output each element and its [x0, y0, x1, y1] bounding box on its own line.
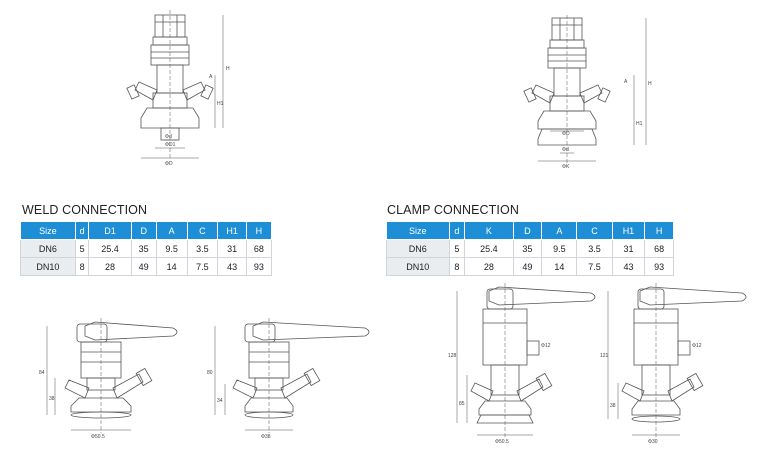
dim-base-label: Φ30: [648, 439, 658, 445]
table-cell: 5: [74, 239, 90, 258]
handle-valve-drawing-3: 128 85 Φ50.5 Φ12: [445, 283, 605, 448]
handle-valve-drawing-2: 80 34 Φ38: [205, 318, 375, 443]
header-cell: C: [186, 221, 219, 240]
dim-a-label: A: [209, 74, 213, 80]
dim-h1-label: H1: [636, 121, 643, 127]
header-cell: Size: [20, 221, 76, 240]
dim-h-label: H: [226, 66, 230, 72]
table-cell: 43: [611, 257, 646, 276]
table-row: DN6 5 25.4 35 9.5 3.5 31 68: [386, 239, 674, 258]
table-cell: DN10: [20, 257, 76, 276]
table-cell: 5: [448, 239, 466, 258]
table-cell: 68: [644, 239, 674, 258]
dim-h1-label: 34: [217, 398, 223, 404]
table-cell: 25.4: [464, 239, 514, 258]
table-cell: 49: [130, 257, 157, 276]
header-cell: H: [245, 221, 273, 240]
dim-a-label: A: [624, 79, 628, 85]
table-cell: 68: [245, 239, 273, 258]
table-cell: 7.5: [186, 257, 219, 276]
handle-valve-drawing-4: 121 38 Φ30 Φ12: [600, 283, 755, 448]
table-cell: 43: [217, 257, 247, 276]
weld-spec-table: Size d D1 D A C H1 H DN6 5 25.4 35 9.5 3…: [20, 221, 273, 276]
table-cell: 93: [644, 257, 674, 276]
table-cell: 3.5: [576, 239, 613, 258]
table-cell: 25.4: [88, 239, 132, 258]
table-cell: DN10: [386, 257, 450, 276]
dim-h-label: 128: [448, 353, 457, 359]
header-cell: d: [448, 221, 466, 240]
table-cell: 3.5: [186, 239, 219, 258]
dim-small-d-label: Φd: [562, 147, 569, 153]
dim-h1-label: 85: [459, 401, 465, 407]
table-cell: 35: [512, 239, 543, 258]
header-cell: H1: [217, 221, 247, 240]
table-row: DN10 8 28 49 14 7.5 43 93: [20, 257, 273, 276]
table-header-row: Size d K D A C H1 H: [386, 221, 674, 240]
dim-base-label: Φ50.5: [495, 439, 509, 445]
dim-k-label: ΦK: [562, 164, 570, 170]
dim-h-label: 84: [39, 370, 45, 376]
table-cell: DN6: [20, 239, 76, 258]
table-cell: 28: [464, 257, 514, 276]
weld-section-title: WELD CONNECTION: [22, 203, 148, 217]
table-row: DN10 8 28 49 14 7.5 43 93: [386, 257, 674, 276]
header-cell: A: [541, 221, 578, 240]
dim-port-label: Φ12: [692, 343, 702, 349]
clamp-valve-drawing: H H1 ΦD Φd ΦK A: [520, 15, 660, 175]
dim-h-label: 121: [600, 353, 609, 359]
table-cell: 49: [512, 257, 543, 276]
table-cell: 14: [155, 257, 188, 276]
dim-small-d-label: Φd: [165, 134, 172, 140]
table-header-row: Size d D1 D A C H1 H: [20, 221, 273, 240]
weld-valve-drawing: H H1 ΦD ΦD1 Φd A: [125, 10, 255, 175]
table-cell: 14: [541, 257, 578, 276]
dim-base-label: Φ50.5: [91, 434, 105, 440]
header-cell: D: [512, 221, 543, 240]
clamp-section-title: CLAMP CONNECTION: [387, 203, 519, 217]
dim-d1-label: ΦD1: [165, 142, 176, 148]
dim-d-label: ΦD: [562, 131, 570, 137]
header-cell: C: [576, 221, 613, 240]
table-cell: 8: [74, 257, 90, 276]
clamp-spec-table: Size d K D A C H1 H DN6 5 25.4 35 9.5 3.…: [386, 221, 674, 276]
table-cell: 8: [448, 257, 466, 276]
table-cell: DN6: [386, 239, 450, 258]
table-row: DN6 5 25.4 35 9.5 3.5 31 68: [20, 239, 273, 258]
header-cell: H: [644, 221, 674, 240]
handle-valve-drawing-1: 84 38 Φ50.5: [35, 318, 195, 443]
dim-h-label: H: [648, 81, 652, 87]
dim-h-label: 80: [207, 370, 213, 376]
table-cell: 28: [88, 257, 132, 276]
header-cell: A: [155, 221, 188, 240]
dim-d-label: ΦD: [165, 161, 173, 167]
table-cell: 35: [130, 239, 157, 258]
header-cell: D: [130, 221, 157, 240]
header-cell: K: [464, 221, 514, 240]
header-cell: d: [74, 221, 90, 240]
header-cell: D1: [88, 221, 132, 240]
header-cell: Size: [386, 221, 450, 240]
dim-base-label: Φ38: [261, 434, 271, 440]
dim-h1-label: 38: [49, 396, 55, 402]
table-cell: 93: [245, 257, 273, 276]
table-cell: 7.5: [576, 257, 613, 276]
table-cell: 9.5: [155, 239, 188, 258]
table-cell: 31: [217, 239, 247, 258]
dim-port-label: Φ12: [541, 343, 551, 349]
dim-h1-label: H1: [217, 101, 224, 107]
table-cell: 31: [611, 239, 646, 258]
table-cell: 9.5: [541, 239, 578, 258]
header-cell: H1: [611, 221, 646, 240]
dim-h1-label: 38: [610, 403, 616, 409]
